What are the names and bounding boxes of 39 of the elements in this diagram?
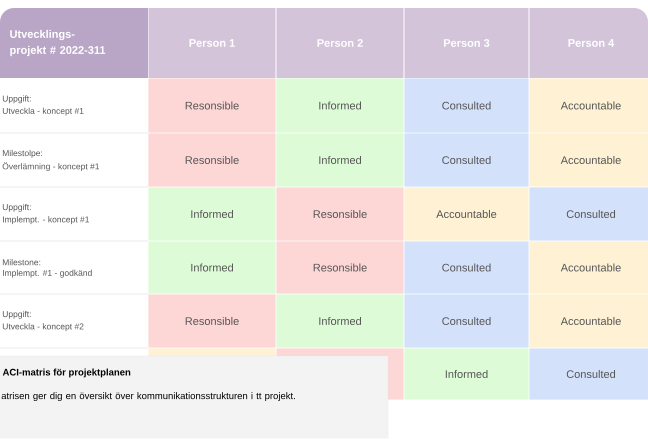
table-cell: Resonsible xyxy=(276,241,404,294)
row-label: Uppgift: xyxy=(2,204,31,212)
row-label: Milestolpe: xyxy=(2,150,42,158)
table-cell: Informed xyxy=(148,187,276,241)
table-cell: Resonsible xyxy=(148,78,276,133)
table-cell: Consulted xyxy=(404,133,529,187)
table-cell: Accountable xyxy=(529,294,648,348)
table-cell: Accountable xyxy=(404,187,529,241)
header-cell: Person 2 xyxy=(276,8,404,78)
card-text: atrisen ger dig en översikt över kommunikationsstrukturen i tt projekt. xyxy=(2,392,295,402)
table-cell: Consulted xyxy=(404,294,529,348)
table-cell: Informed xyxy=(148,241,276,294)
table-cell: Accountable xyxy=(529,133,648,187)
table-cell: Consulted xyxy=(529,187,648,241)
table-cell: Informed xyxy=(276,78,404,133)
row-label: Milestone: xyxy=(2,259,40,266)
table-cell: Informed xyxy=(276,294,404,348)
row-label: Uppgift: xyxy=(2,310,31,319)
table-cell: Consulted xyxy=(404,241,529,294)
table-cell: Accountable xyxy=(529,78,648,133)
row-label: Uppgift: xyxy=(2,95,31,104)
row-label: Överlämning - koncept #1 xyxy=(2,162,100,172)
row-label: Implempt. #1 - godkänd xyxy=(3,270,92,278)
row-label: Utveckla - koncept #1 xyxy=(2,108,84,116)
table-cell: Resonsible xyxy=(276,187,404,241)
header-cell: Person 4 xyxy=(530,8,648,78)
table-cell: Informed xyxy=(276,133,404,187)
card-title: ACI-matris för projektplanen xyxy=(2,368,130,378)
table-cell: Resonsible xyxy=(148,294,276,348)
row-label: Utveckla - koncept #2 xyxy=(2,323,84,332)
row-label: Implempt. - koncept #1 xyxy=(3,216,90,224)
table-cell: Accountable xyxy=(529,241,648,294)
table-cell: Consulted xyxy=(404,78,529,133)
table-cell: Resonsible xyxy=(148,133,276,187)
header-cell: Person 1 xyxy=(148,8,276,78)
table-cell: Informed xyxy=(404,348,529,400)
header-cell: Utvecklings- projekt # 2022-311 xyxy=(0,8,148,78)
header-cell: Person 3 xyxy=(404,8,528,78)
table-cell: Consulted xyxy=(529,348,648,400)
